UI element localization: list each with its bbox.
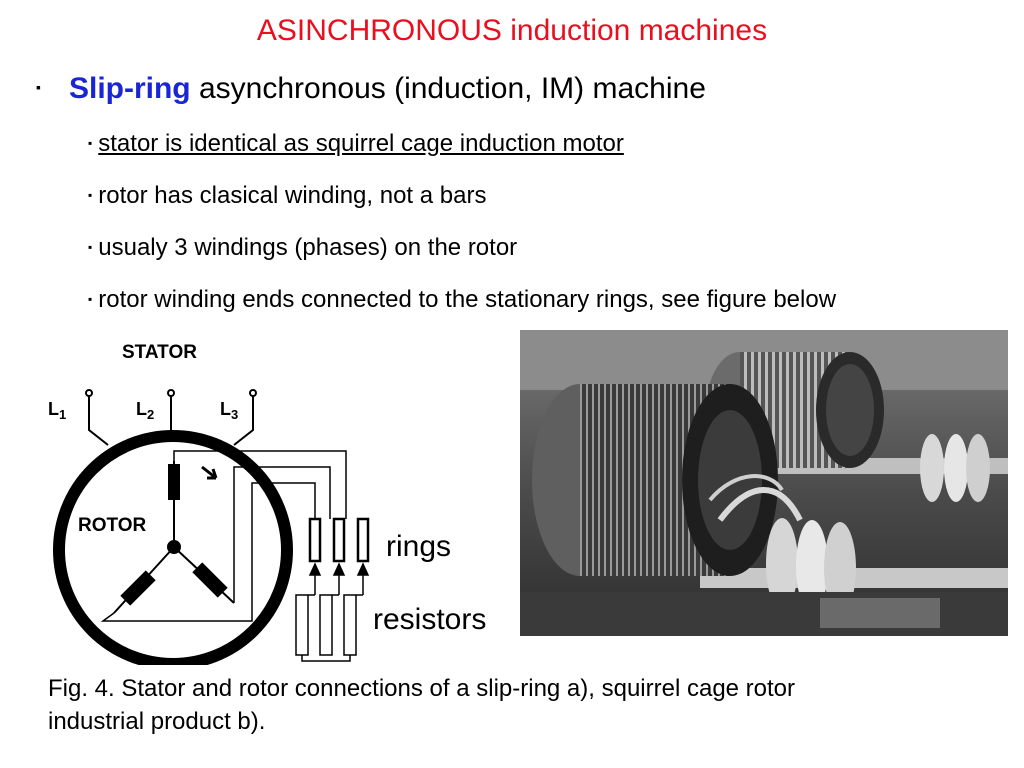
main-bullet-text: asynchronous (induction, IM) machine — [198, 72, 706, 105]
caption-line: industrial product b). — [48, 708, 266, 735]
sub-bullet-text: rotor winding ends connected to the stat… — [98, 286, 837, 313]
terminal-l2-label: L2 — [136, 399, 154, 422]
sub-bullet: ▪ usualy 3 windings (phases) on the rotor — [88, 234, 517, 262]
resistors-label: resistors — [373, 603, 487, 636]
highlight-text: Slip-ring — [68, 72, 191, 105]
rotor-photo — [520, 330, 1008, 636]
sub-bullet: ▪ rotor has clasical winding, not a bars — [88, 182, 486, 210]
terminal-l3-label: L3 — [220, 399, 238, 422]
brush-arrows — [308, 562, 370, 595]
main-bullet: ▪ Slip-ring asynchronous (induction, IM) … — [36, 72, 706, 106]
sub-bullet-text: usualy 3 windings (phases) on the rotor — [98, 234, 518, 261]
bullet-mark: ▪ — [36, 79, 41, 95]
sub-bullet-text: rotor has clasical winding, not a bars — [98, 182, 487, 209]
sub-bullet: ▪ rotor winding ends connected to the sta… — [88, 286, 836, 314]
ring-leads — [100, 450, 347, 622]
rotation-arrow-icon — [201, 465, 218, 480]
stator-terminals — [85, 389, 257, 446]
slip-ring-diagram: STATOR L1 L2 L3 ROTOR — [48, 342, 370, 665]
rotor-windings — [113, 461, 235, 614]
slip-rings — [308, 517, 370, 563]
stator-label: STATOR — [122, 342, 197, 363]
bullet-mark: ▪ — [88, 240, 93, 254]
stator-ring — [53, 430, 293, 665]
sub-bullet-text: stator is identical as squirrel cage ind… — [98, 130, 624, 157]
bullet-mark: ▪ — [88, 292, 93, 306]
rotor-label: ROTOR — [78, 515, 147, 536]
sub-bullet: ▪ stator is identical as squirrel cage in… — [88, 130, 624, 158]
slide-title: ASINCHRONOUS induction machines — [256, 14, 768, 47]
caption-line: Fig. 4. Stator and rotor connections of … — [48, 675, 796, 702]
rings-label: rings — [386, 530, 452, 563]
figure-caption: Fig. 4. Stator and rotor connections of … — [48, 672, 988, 738]
starting-resistors — [295, 594, 363, 662]
bullet-mark: ▪ — [88, 136, 93, 150]
terminal-l1-label: L1 — [48, 399, 66, 422]
bullet-mark: ▪ — [88, 188, 93, 202]
